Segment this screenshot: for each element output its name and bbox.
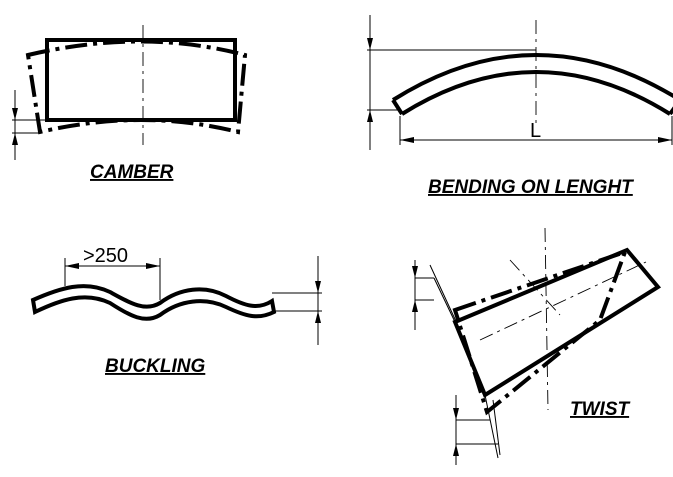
buckling-label: BUCKLING <box>105 356 205 377</box>
bending-diagram: L BENDING ON LENGHT <box>367 15 673 198</box>
bending-label: BENDING ON LENGHT <box>428 177 634 198</box>
camber-diagram: CAMBER <box>12 25 248 183</box>
camber-label: CAMBER <box>90 162 174 183</box>
length-dimension-label: L <box>530 120 541 142</box>
wavelength-dimension-label: >250 <box>83 245 128 267</box>
buckling-diagram: >250 BUCKLING <box>30 245 322 377</box>
twist-diagram: TWIST <box>412 227 662 465</box>
twist-label: TWIST <box>570 399 630 420</box>
